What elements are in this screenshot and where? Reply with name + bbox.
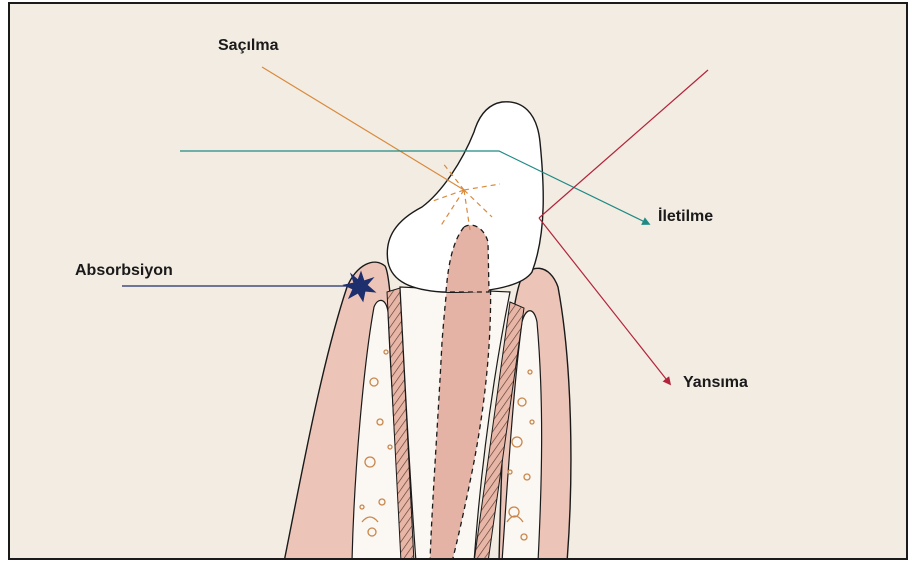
scattering-ray	[262, 67, 464, 190]
label-scattering: Saçılma	[218, 37, 278, 55]
tooth-diagram	[8, 2, 908, 560]
diagram-frame	[8, 2, 908, 560]
label-reflection: Yansıma	[683, 374, 748, 392]
label-transmission: İletilme	[658, 208, 713, 226]
label-absorption: Absorbsiyon	[75, 262, 173, 280]
reflection-incoming	[539, 70, 708, 218]
